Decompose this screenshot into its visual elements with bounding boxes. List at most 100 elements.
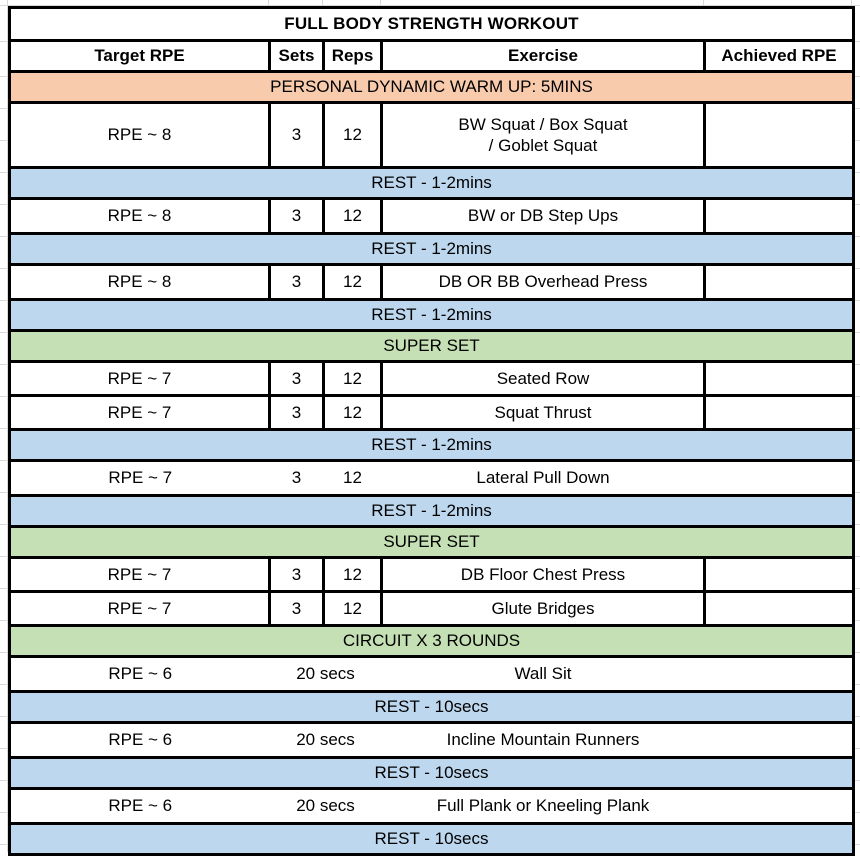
superset-row: SUPER SET <box>7 525 856 559</box>
target-rpe-cell: RPE ~ 8 <box>8 101 271 169</box>
achieved-rpe-cell[interactable] <box>702 197 856 235</box>
rest-row: REST - 1-2mins <box>7 494 856 528</box>
target-rpe-cell: RPE ~ 6 <box>8 655 270 693</box>
achieved-rpe-cell[interactable] <box>702 590 856 627</box>
rest-row: REST - 1-2mins <box>7 428 856 462</box>
column-header-target-rpe: Target RPE <box>8 39 271 73</box>
reps-cell: 12 <box>322 197 383 235</box>
achieved-rpe-cell[interactable] <box>704 459 856 497</box>
reps-cell: 12 <box>322 360 383 397</box>
exercise-cell: DB OR BB Overhead Press <box>380 263 706 301</box>
column-header-achieved-rpe: Achieved RPE <box>702 39 856 73</box>
target-rpe-cell: RPE ~ 7 <box>8 394 271 431</box>
workout-table: FULL BODY STRENGTH WORKOUT Target RPE Se… <box>7 6 856 856</box>
circuit-label: CIRCUIT X 3 ROUNDS <box>7 624 856 658</box>
table-title-row: FULL BODY STRENGTH WORKOUT <box>7 6 856 42</box>
exercise-name-line1: BW Squat / Box Squat <box>458 114 628 134</box>
exercise-cell: BW or DB Step Ups <box>380 197 706 235</box>
achieved-rpe-cell[interactable] <box>702 360 856 397</box>
table-row: RPE ~ 7 3 12 Glute Bridges <box>8 590 856 627</box>
target-rpe-cell: RPE ~ 6 <box>8 787 270 825</box>
column-header-exercise: Exercise <box>380 39 706 73</box>
superset-row: SUPER SET <box>7 329 856 363</box>
sets-cell: 3 <box>268 590 325 627</box>
rest-label: REST - 10secs <box>7 822 856 856</box>
table-row: RPE ~ 7 3 12 Lateral Pull Down <box>8 459 856 497</box>
warmup-label: PERSONAL DYNAMIC WARM UP: 5MINS <box>7 70 856 104</box>
achieved-rpe-cell[interactable] <box>704 655 856 693</box>
gridline-horizontal <box>0 5 860 6</box>
rest-label: REST - 1-2mins <box>7 166 856 200</box>
reps-cell: 12 <box>322 263 383 301</box>
sets-cell: 3 <box>268 360 325 397</box>
column-header-sets: Sets <box>268 39 325 73</box>
sets-cell: 3 <box>268 394 325 431</box>
target-rpe-cell: RPE ~ 8 <box>8 197 271 235</box>
rest-label: REST - 1-2mins <box>7 232 856 266</box>
table-row: RPE ~ 6 20 secs Incline Mountain Runners <box>8 721 856 759</box>
exercise-cell: Full Plank or Kneeling Plank <box>381 787 705 825</box>
exercise-cell: Lateral Pull Down <box>381 459 705 497</box>
exercise-cell: Incline Mountain Runners <box>381 721 705 759</box>
table-row: RPE ~ 8 3 12 DB OR BB Overhead Press <box>8 263 856 301</box>
rest-label: REST - 1-2mins <box>7 298 856 332</box>
target-rpe-cell: RPE ~ 8 <box>8 263 271 301</box>
target-rpe-cell: RPE ~ 7 <box>8 360 271 397</box>
duration-cell: 20 secs <box>269 655 382 693</box>
rest-label: REST - 1-2mins <box>7 494 856 528</box>
superset-label: SUPER SET <box>7 329 856 363</box>
sets-cell: 3 <box>268 197 325 235</box>
rest-label: REST - 10secs <box>7 690 856 724</box>
exercise-cell: Squat Thrust <box>380 394 706 431</box>
rest-label: REST - 10secs <box>7 756 856 790</box>
reps-cell: 12 <box>322 590 383 627</box>
rest-row: REST - 1-2mins <box>7 298 856 332</box>
achieved-rpe-cell[interactable] <box>702 263 856 301</box>
rest-row: REST - 10secs <box>7 690 856 724</box>
rest-row: REST - 1-2mins <box>7 166 856 200</box>
achieved-rpe-cell[interactable] <box>704 787 856 825</box>
exercise-cell: DB Floor Chest Press <box>380 556 706 593</box>
reps-cell: 12 <box>323 459 382 497</box>
target-rpe-cell: RPE ~ 7 <box>8 459 270 497</box>
table-header-row: Target RPE Sets Reps Exercise Achieved R… <box>8 39 856 73</box>
exercise-cell: Glute Bridges <box>380 590 706 627</box>
table-row: RPE ~ 7 3 12 DB Floor Chest Press <box>8 556 856 593</box>
rest-row: REST - 10secs <box>7 756 856 790</box>
duration-cell: 20 secs <box>269 721 382 759</box>
achieved-rpe-cell[interactable] <box>702 101 856 169</box>
sets-cell: 3 <box>268 263 325 301</box>
reps-cell: 12 <box>322 101 383 169</box>
warmup-row: PERSONAL DYNAMIC WARM UP: 5MINS <box>7 70 856 104</box>
table-row: RPE ~ 7 3 12 Seated Row <box>8 360 856 397</box>
sets-cell: 3 <box>268 556 325 593</box>
table-row: RPE ~ 8 3 12 BW or DB Step Ups <box>8 197 856 235</box>
column-header-reps: Reps <box>322 39 383 73</box>
target-rpe-cell: RPE ~ 7 <box>8 556 271 593</box>
table-row: RPE ~ 7 3 12 Squat Thrust <box>8 394 856 431</box>
circuit-row: CIRCUIT X 3 ROUNDS <box>7 624 856 658</box>
rest-row: REST - 10secs <box>7 822 856 856</box>
achieved-rpe-cell[interactable] <box>702 394 856 431</box>
exercise-cell: Wall Sit <box>381 655 705 693</box>
target-rpe-cell: RPE ~ 7 <box>8 590 271 627</box>
exercise-name-line2: / Goblet Squat <box>488 136 598 155</box>
achieved-rpe-cell[interactable] <box>702 556 856 593</box>
target-rpe-cell: RPE ~ 6 <box>8 721 270 759</box>
table-row: RPE ~ 6 20 secs Wall Sit <box>8 655 856 693</box>
rest-row: REST - 1-2mins <box>7 232 856 266</box>
exercise-cell: BW Squat / Box Squat / Goblet Squat <box>380 101 706 169</box>
sets-cell: 3 <box>268 101 325 169</box>
achieved-rpe-cell[interactable] <box>704 721 856 759</box>
duration-cell: 20 secs <box>269 787 382 825</box>
superset-label: SUPER SET <box>7 525 856 559</box>
reps-cell: 12 <box>322 394 383 431</box>
page-title: FULL BODY STRENGTH WORKOUT <box>7 6 856 42</box>
table-row: RPE ~ 8 3 12 BW Squat / Box Squat / Gobl… <box>8 101 856 169</box>
rest-label: REST - 1-2mins <box>7 428 856 462</box>
reps-cell: 12 <box>322 556 383 593</box>
gridline-vertical <box>7 0 8 852</box>
sets-cell: 3 <box>269 459 324 497</box>
table-row: RPE ~ 6 20 secs Full Plank or Kneeling P… <box>8 787 856 825</box>
